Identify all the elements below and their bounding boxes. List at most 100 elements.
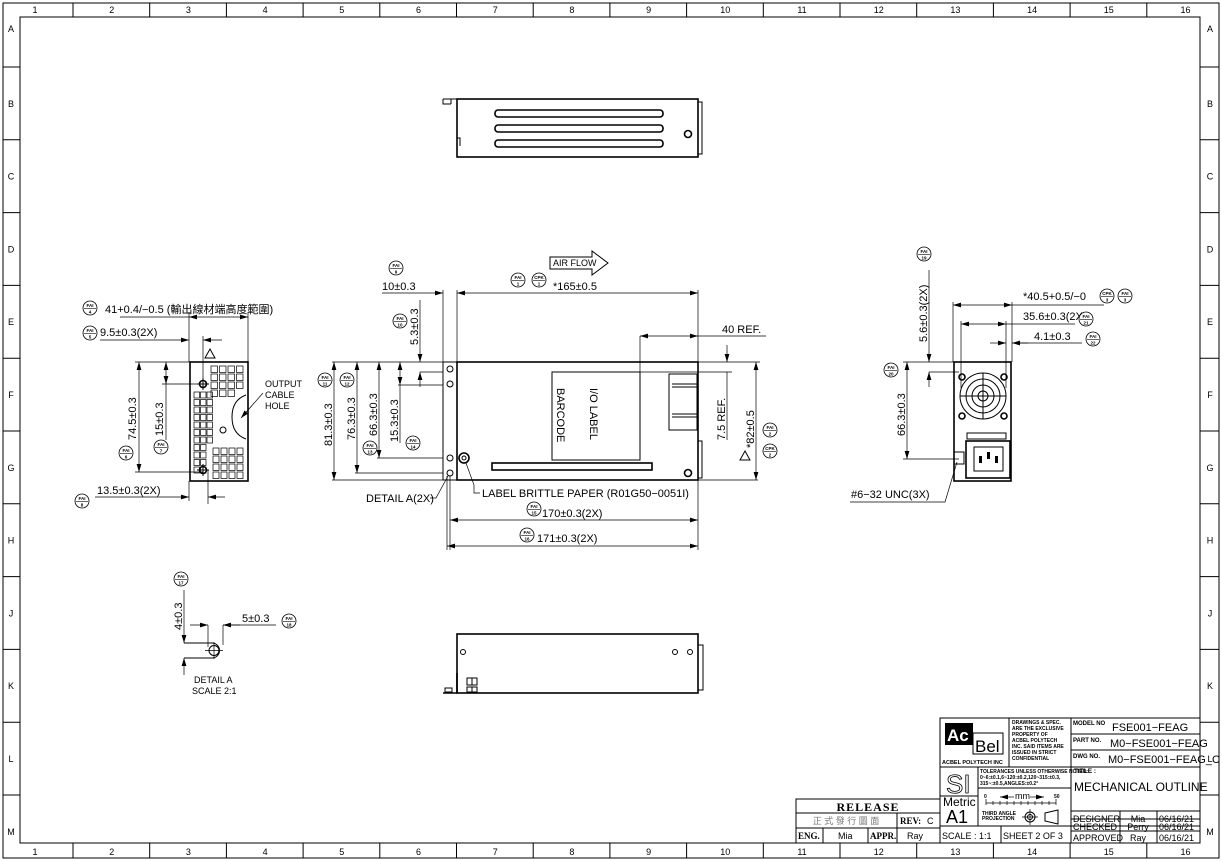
zone-column-label: 4 xyxy=(263,5,268,15)
screw-icon xyxy=(683,129,693,139)
fai-9-balloon: FAI 9 xyxy=(388,260,404,276)
si-mark: SI xyxy=(946,769,971,799)
notice-line: ARE THE EXCLUSIVE xyxy=(1012,726,1064,732)
fai-11-balloon: FAI 11 xyxy=(317,372,333,388)
zone-column-label: 8 xyxy=(569,5,574,15)
zone-column-label: 2 xyxy=(109,5,114,15)
zone-row-label: B xyxy=(1207,99,1213,109)
balloon-number: 8 xyxy=(81,503,84,508)
balloon-type: FAI xyxy=(78,496,85,501)
balloon-type: FAI xyxy=(1089,334,1096,339)
zone-row-label: D xyxy=(8,244,15,254)
fai-8-balloon: FAI 8 xyxy=(74,493,90,509)
balloon-type: FAI xyxy=(1082,314,1089,319)
eng-label: ENG. xyxy=(798,831,820,841)
release-block: RELEASE 正 式 發 行 圖 面 REV: C ENG. Mia APPR… xyxy=(795,798,941,844)
balloon-number: 12 xyxy=(344,382,350,387)
zone-column-label: 5 xyxy=(339,847,344,857)
label-brittle-paper-callout: LABEL BRITTLE PAPER (R01G50−0051I) xyxy=(482,488,689,500)
balloon-number: 3 xyxy=(1124,298,1127,303)
zone-row-label: F xyxy=(8,390,14,400)
projection-label: THIRD ANGLE xyxy=(982,811,1017,817)
signoff-role: CHECKED xyxy=(1073,822,1118,832)
zone-row-label: H xyxy=(8,536,15,546)
balloon-type: FAI xyxy=(343,375,350,380)
signoff-row: CHECKED Perry 06/16/21 xyxy=(1071,818,1200,832)
balloon-type: FAI xyxy=(392,263,399,268)
projection-label: PROJECTION xyxy=(982,816,1015,822)
balloon-number: 9 xyxy=(395,270,398,275)
balloon-type: FAI xyxy=(321,375,328,380)
balloon-type: FAI xyxy=(523,530,530,535)
zone-row-label: G xyxy=(7,463,14,473)
dim-66-3: 66.3±0.3 xyxy=(368,393,380,436)
model-number: FSE001−FEAG xyxy=(1112,722,1188,734)
balloon-number: 17 xyxy=(178,581,184,586)
detail-a-callout: DETAIL A(2X) xyxy=(366,493,434,505)
notice-line: PROPERTY OF xyxy=(1012,732,1048,738)
dim-5: 5±0.3 xyxy=(242,613,269,625)
dim-76-3: 76.3±0.3 xyxy=(346,397,358,440)
warning-triangle-icon xyxy=(204,347,216,359)
balloon-number: 11 xyxy=(323,382,328,387)
model-label: MODEL NO xyxy=(1073,721,1106,727)
drawing-title: MECHANICAL OUTLINE xyxy=(1074,780,1208,794)
balloon-number: 14 xyxy=(410,445,416,450)
dim-40-ref: 40 REF. xyxy=(722,324,761,336)
screw-icon xyxy=(683,468,693,478)
zone-row-label: H xyxy=(1207,536,1214,546)
zone-column-label: 9 xyxy=(646,5,651,15)
io-label-text: I/O LABEL xyxy=(587,388,599,440)
appr-label: APPR. xyxy=(870,831,896,841)
ac-inlet-icon xyxy=(965,440,1011,479)
zone-row-label: K xyxy=(1207,681,1213,691)
zone-column-label: 8 xyxy=(569,847,574,857)
zone-row-label: M xyxy=(1206,827,1214,837)
unit-label: mm xyxy=(1015,791,1030,801)
zone-row-label: B xyxy=(8,99,14,109)
dim-66-3-right: 66.3±0.3 xyxy=(896,393,908,436)
balloon-type: FAI xyxy=(285,616,292,621)
sheet-number: SHEET 2 OF 3 xyxy=(1003,831,1063,841)
balloon-number: 15 xyxy=(531,511,537,516)
balloon-type: CPK xyxy=(534,275,544,280)
dim-40-5: *40.5+0.5/−0 xyxy=(1023,291,1086,303)
zone-column-label: 14 xyxy=(1027,5,1037,15)
thread-callout: #6−32 UNC(3X) xyxy=(851,489,930,501)
dim-5-3: 5.3±0.3 xyxy=(409,308,421,345)
balloon-type: FAI xyxy=(766,425,773,430)
zone-row-label: F xyxy=(1207,390,1213,400)
zone-row-label: J xyxy=(1208,608,1213,618)
dim-10: 10±0.3 xyxy=(382,281,416,293)
dim-41: 41+0.4/−0.5 (輸出線材端高度範圍) xyxy=(105,302,273,316)
confidential-notice: DRAWINGS & SPEC. ARE THE EXCLUSIVE PROPE… xyxy=(1012,720,1064,762)
dim-7-5-ref: 7.5 REF. xyxy=(716,398,728,440)
dim-13-5: 13.5±0.3(2X) xyxy=(97,485,161,497)
slot xyxy=(491,462,653,471)
dwg-label: DWG NO. xyxy=(1073,754,1100,760)
balloon-type: FAI xyxy=(1121,291,1128,296)
zone-column-label: 2 xyxy=(109,847,114,857)
zone-row-label: M xyxy=(7,827,15,837)
balloon-number: 18 xyxy=(286,623,292,628)
zone-column-label: 10 xyxy=(720,847,730,857)
air-flow-label: AIR FLOW xyxy=(553,258,597,268)
svg-text:Bel: Bel xyxy=(975,737,1000,756)
left-end-view: 41+0.4/−0.5 (輸出線材端高度範圍) 9.5±0.3(2X) 74.5… xyxy=(95,302,303,504)
output-cable-hole-label: HOLE xyxy=(265,401,290,411)
signoff-date: 06/16/21 xyxy=(1159,833,1194,843)
tolerance-note: TOLERANCES UNLESS OTHERWISE NOTED: xyxy=(980,769,1088,775)
zone-column-label: 11 xyxy=(797,847,806,857)
scale-max: 50 xyxy=(1054,794,1060,800)
dim-5-6: 5.6±0.3(2X) xyxy=(918,285,930,342)
